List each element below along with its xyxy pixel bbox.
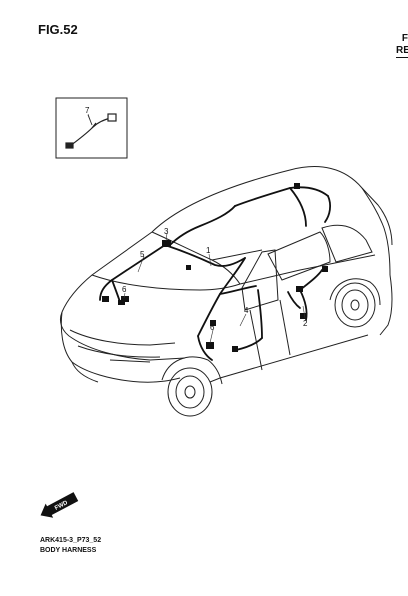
connector-6-upper: [121, 296, 129, 302]
callout-5: 5: [140, 250, 145, 259]
drawing-name: BODY HARNESS: [40, 547, 97, 554]
callout-1: 1: [206, 246, 211, 255]
part-7-harness: [65, 113, 117, 149]
vehicle-outline: [59, 166, 393, 383]
connector-6-lower: [206, 342, 214, 349]
callouts: 1 2 3 4 5 6 6 7: [85, 106, 308, 332]
callout-4: 4: [244, 306, 249, 315]
callout-3: 3: [164, 227, 169, 236]
drawing-code: ARK415-3_P73_52: [40, 537, 102, 544]
leader-lines: [87, 113, 306, 344]
figure-reference-line2: RE: [396, 45, 408, 58]
connector-3: [162, 240, 171, 247]
harness-wiring: [99, 186, 332, 361]
fwd-arrow: FWD: [40, 492, 79, 518]
figure-reference-line1: F: [401, 33, 408, 44]
front-wheel: [161, 356, 223, 417]
figure-title: FIG.52: [38, 22, 78, 37]
callout-7: 7: [85, 106, 90, 115]
figure-reference: F RE: [396, 33, 408, 58]
callout-6-lower: 6: [210, 323, 215, 332]
callout-2: 2: [303, 319, 308, 328]
inset-box: [55, 97, 128, 159]
callout-6-upper: 6: [122, 285, 127, 294]
rear-wheel: [329, 278, 381, 328]
connectors: [102, 183, 328, 352]
